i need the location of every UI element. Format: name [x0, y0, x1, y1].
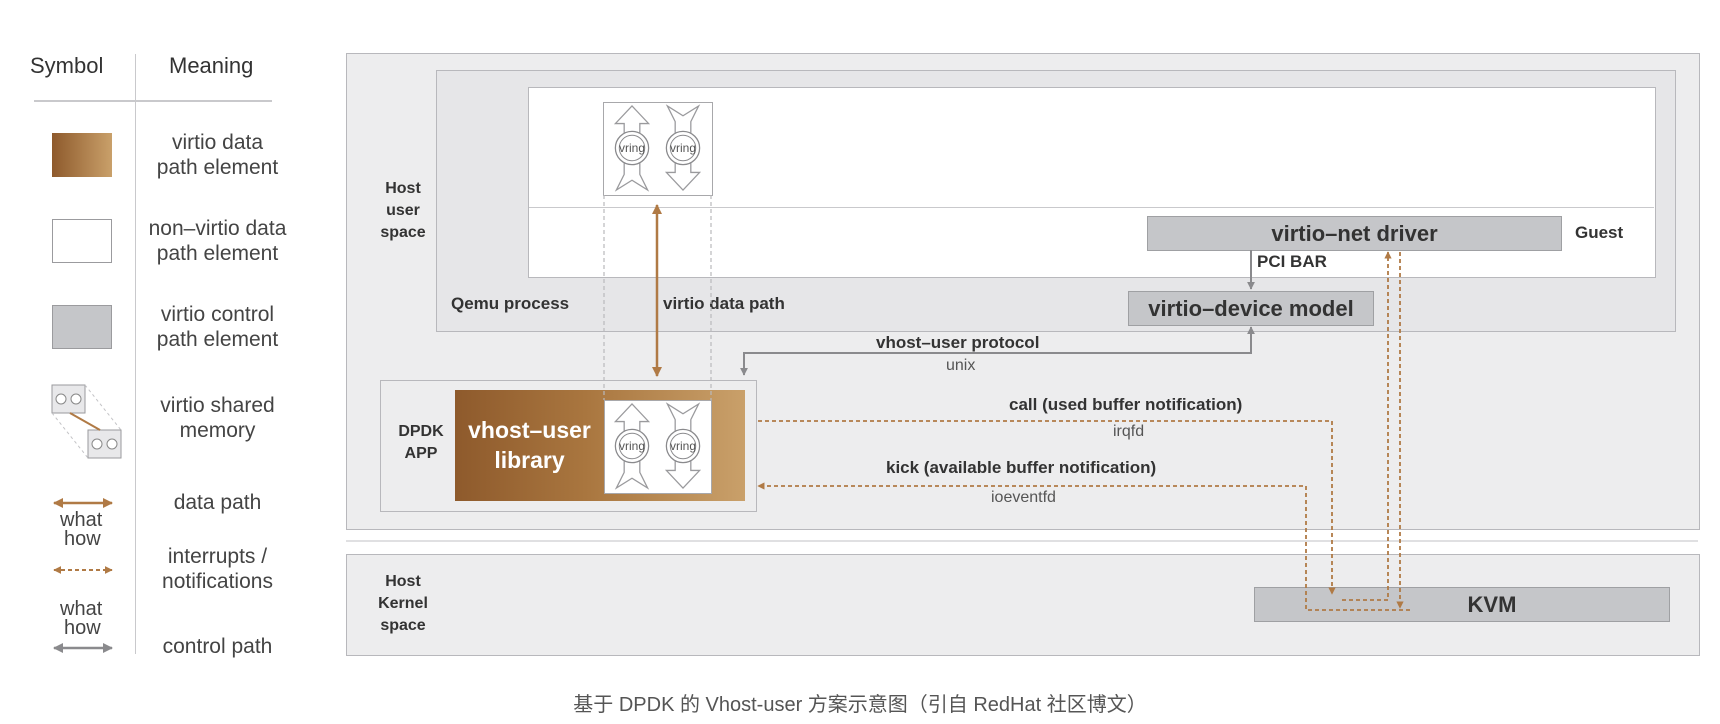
legend-how-label-2: how [64, 617, 101, 639]
shared-memory-icon [51, 384, 122, 459]
legend-text-line: notifications [162, 570, 273, 593]
kvm-box: KVM [1254, 587, 1670, 622]
swatch-non-virtio [52, 219, 112, 263]
swatch-virtio-data [52, 133, 112, 177]
vhost-user-protocol-arrow [740, 326, 1255, 376]
legend-how-label-1: how [64, 528, 101, 550]
legend-column-divider [135, 54, 136, 654]
vring-label: vring [619, 439, 645, 453]
swatch-virtio-control [52, 305, 112, 349]
label-line: space [380, 617, 426, 634]
figure-caption: 基于 DPDK 的 Vhost-user 方案示意图（引自 RedHat 社区博… [573, 694, 1147, 716]
legend-meaning-non-virtio: non–virtio data path element [135, 216, 300, 266]
call-notification-label: call (used buffer notification) [1009, 395, 1243, 414]
legend-text-line: virtio shared [160, 394, 275, 417]
kick-notification-label: kick (available buffer notification) [886, 458, 1157, 477]
guest-divider [529, 207, 1654, 208]
legend-text-line: path element [156, 328, 279, 351]
legend-meaning-virtio-data: virtio data path element [140, 130, 295, 180]
label-line: Kernel [378, 595, 428, 612]
call-notification-arrow [758, 420, 1336, 595]
legend-what-label-2: what [60, 598, 103, 620]
virtio-data-path-label: virtio data path [663, 294, 785, 313]
virtio-device-model-box: virtio–device model [1128, 291, 1374, 326]
virtio-net-driver-label: virtio–net driver [1271, 220, 1438, 246]
label-line: vhost–user [468, 417, 591, 443]
vring-label: vring [619, 141, 645, 155]
guest-label: Guest [1575, 223, 1624, 242]
legend-meaning-interrupts: interrupts / notifications [140, 544, 295, 594]
vhost-user-library-label: vhost–user library [462, 415, 597, 475]
legend-text-line: virtio control [160, 303, 275, 326]
legend-what-label-1: what [60, 509, 103, 531]
legend-header-symbol: Symbol [30, 53, 104, 78]
legend-text-line: interrupts / [167, 545, 268, 568]
vring-label: vring [670, 141, 696, 155]
label-line: APP [404, 445, 438, 462]
kvm-label: KVM [1467, 591, 1517, 617]
legend-header-meaning: Meaning [169, 53, 254, 78]
legend-text-line: memory [179, 419, 256, 442]
virtio-device-model-label: virtio–device model [1148, 295, 1354, 321]
legend-header-divider [34, 100, 272, 102]
kick-notification-arrow [757, 482, 1410, 611]
label-line: Host [385, 573, 421, 590]
separator-line [346, 540, 1698, 542]
legend-meaning-virtio-control: virtio control path element [140, 302, 295, 352]
vring-label: vring [670, 439, 696, 453]
label-line: Host [385, 180, 421, 197]
legend-text-line: non–virtio data [148, 217, 287, 240]
legend-meaning-control-path: control path [162, 635, 273, 658]
kvm-interrupt-arrow [1342, 251, 1392, 601]
legend-text-line: path element [156, 242, 279, 265]
irqfd-label: irqfd [1113, 423, 1145, 440]
virtio-net-driver-box: virtio–net driver [1147, 216, 1562, 251]
legend-meaning-shared-memory: virtio shared memory [140, 393, 295, 443]
label-line: library [494, 447, 565, 473]
pci-bar-label: PCI BAR [1257, 252, 1327, 271]
dpdk-app-label: DPDK APP [390, 421, 452, 465]
label-line: DPDK [398, 423, 444, 440]
legend-meaning-data-path: data path [173, 491, 262, 514]
host-user-space-label: Host user space [370, 178, 436, 244]
legend-text-line: path element [156, 156, 279, 179]
ioeventfd-label: ioeventfd [991, 489, 1056, 506]
host-kernel-space-label: Host Kernel space [366, 571, 440, 637]
label-line: space [380, 224, 426, 241]
qemu-process-label: Qemu process [451, 294, 570, 313]
label-line: user [386, 202, 420, 219]
legend-text-line: virtio data [171, 131, 264, 154]
